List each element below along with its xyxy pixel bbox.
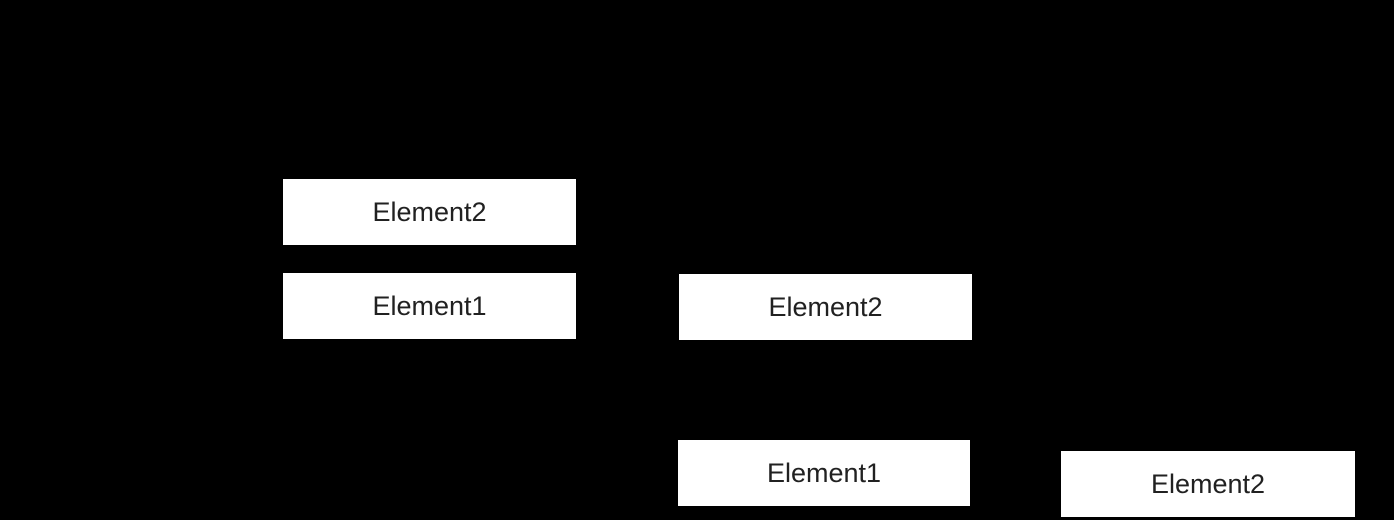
box-label: Element1 (766, 457, 882, 488)
box-middle-element1: Element1 (678, 440, 970, 506)
box-label: Element2 (768, 291, 883, 322)
box-middle-element2: Element2 (679, 274, 972, 340)
box-label: Element2 (372, 196, 487, 227)
box-right-element2: Element2 (1061, 451, 1355, 517)
box-label: Element1 (372, 290, 487, 321)
box-label: Element2 (1150, 468, 1266, 499)
box-left-element2: Element2 (283, 179, 576, 245)
box-left-element1: Element1 (283, 273, 576, 339)
